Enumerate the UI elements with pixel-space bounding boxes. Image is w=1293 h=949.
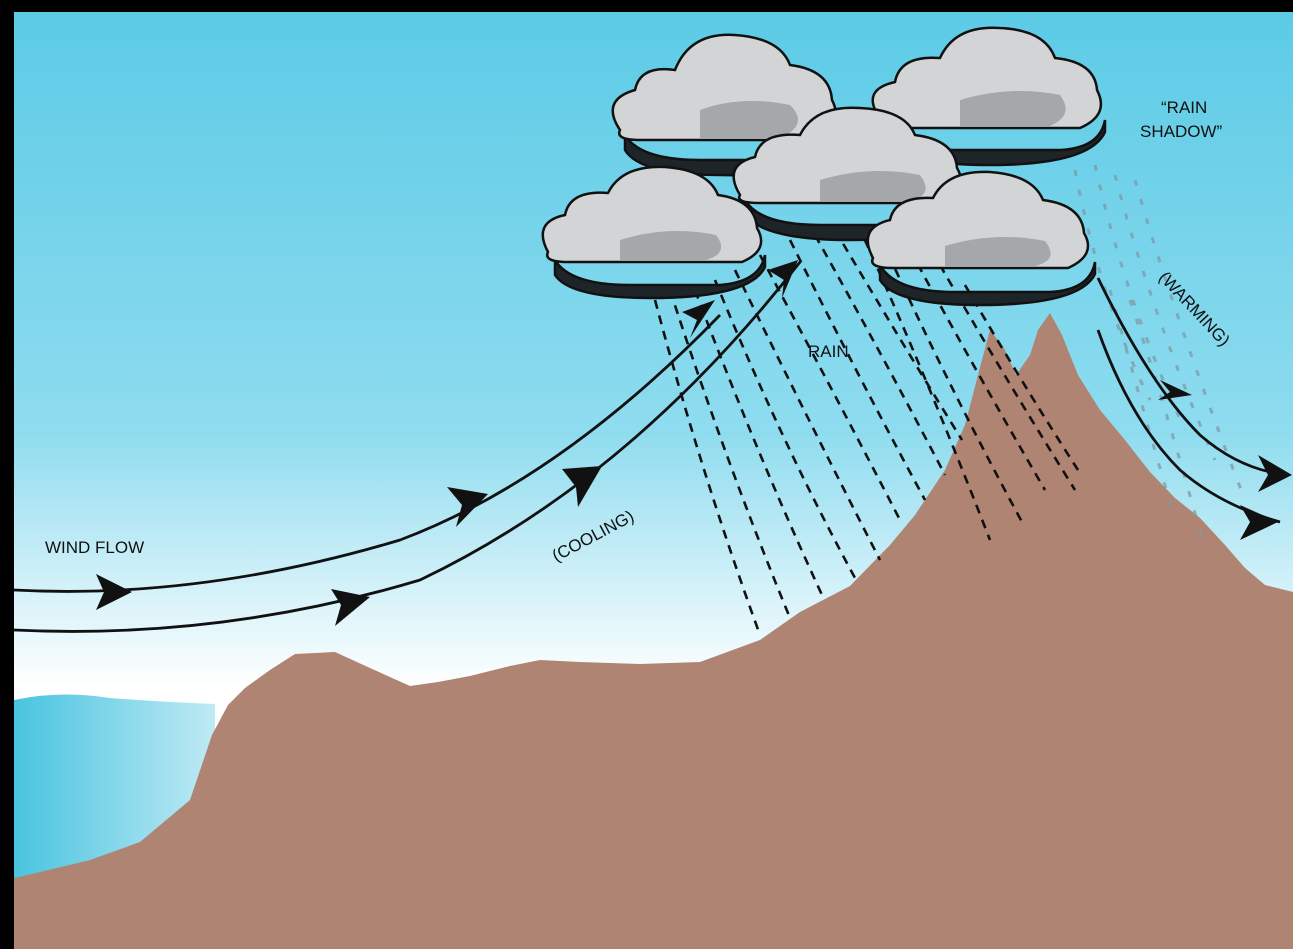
label-wind-flow: WIND FLOW (45, 538, 144, 557)
label-rain-shadow-line1: “RAIN (1161, 98, 1207, 117)
label-rain: RAIN (808, 342, 849, 361)
label-rain-shadow-line2: SHADOW” (1140, 122, 1223, 141)
